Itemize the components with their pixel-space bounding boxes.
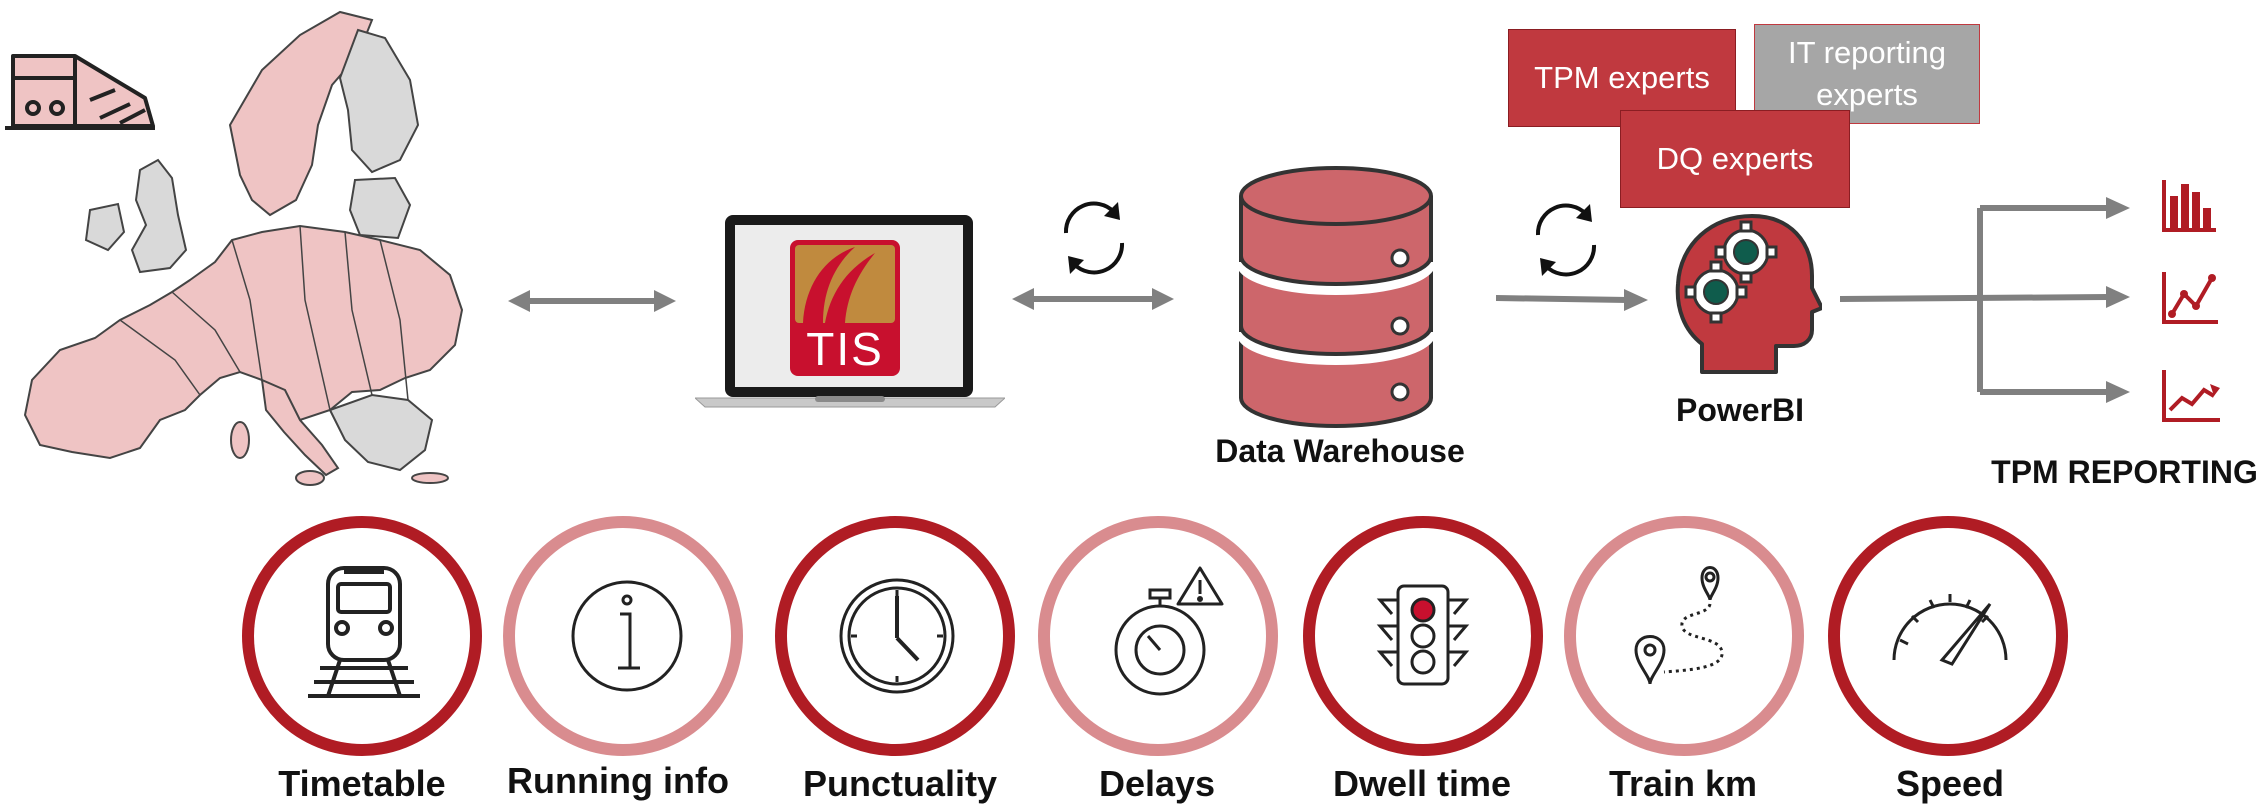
kpi-label-dwell-time: Dwell time bbox=[1332, 763, 1512, 804]
clock-icon bbox=[839, 578, 955, 694]
dq-experts-box: DQ experts bbox=[1620, 110, 1850, 208]
kpi-timetable bbox=[242, 516, 482, 756]
balkans-shape bbox=[328, 393, 434, 472]
sardinia-shape bbox=[230, 421, 250, 459]
kpi-label-train-km: Train km bbox=[1608, 763, 1758, 804]
sync-icon bbox=[1063, 201, 1125, 275]
kpi-delays bbox=[1038, 516, 1278, 756]
sicily-shape bbox=[295, 470, 325, 486]
train-icon bbox=[308, 566, 420, 698]
kpi-label-delays: Delays bbox=[1098, 763, 1216, 804]
double-arrow-map-tis bbox=[508, 290, 676, 312]
double-arrow-tis-dw bbox=[1012, 288, 1174, 310]
train-front-icon bbox=[5, 54, 155, 130]
tis-logo-text: TIS bbox=[806, 323, 884, 375]
kpi-ring bbox=[1564, 516, 1804, 756]
info-icon bbox=[571, 580, 683, 692]
italy-shape bbox=[260, 378, 340, 477]
kpi-dwell-time bbox=[1303, 516, 1543, 756]
baltics-shape bbox=[348, 176, 412, 240]
tis-logo-swoosh bbox=[795, 245, 895, 323]
kpi-ring bbox=[1828, 516, 2068, 756]
kpi-running-info bbox=[503, 516, 743, 756]
traffic-light-icon bbox=[1376, 584, 1470, 686]
scandinavia-shape bbox=[228, 10, 374, 217]
bar-chart-icon bbox=[2162, 180, 2216, 232]
scatter-line-icon bbox=[2162, 272, 2218, 324]
kpi-label-running-info: Running info bbox=[507, 760, 729, 801]
route-pins-icon bbox=[1634, 566, 1724, 685]
kpi-row bbox=[242, 516, 2068, 756]
uk-shape bbox=[130, 158, 188, 274]
kpi-ring bbox=[242, 516, 482, 756]
europe-map bbox=[23, 10, 464, 486]
database-icon bbox=[1238, 166, 1434, 428]
kpi-ring bbox=[1038, 516, 1278, 756]
kpi-train-km bbox=[1564, 516, 1804, 756]
tpm-reporting-label: TPM REPORTING bbox=[1991, 454, 2258, 490]
finland-shape bbox=[338, 28, 420, 174]
powerbi-label: PowerBI bbox=[1675, 392, 1805, 428]
ireland-shape bbox=[84, 202, 126, 252]
branching-arrow bbox=[1840, 197, 2130, 403]
sync-icon bbox=[1535, 203, 1597, 277]
data-warehouse-label: Data Warehouse bbox=[1215, 433, 1465, 469]
it-reporting-experts-box: IT reporting experts bbox=[1754, 24, 1980, 124]
kpi-ring bbox=[503, 516, 743, 756]
line-chart-icon bbox=[2162, 370, 2220, 422]
crete-shape bbox=[411, 472, 449, 484]
stopwatch-warning-icon bbox=[1114, 566, 1224, 696]
kpi-ring bbox=[775, 516, 1015, 756]
arrow-dw-powerbi bbox=[1496, 289, 1648, 311]
speedometer-icon bbox=[1892, 594, 2008, 666]
tis-logo: TIS bbox=[790, 240, 900, 376]
kpi-label-timetable: Timetable bbox=[278, 763, 446, 804]
kpi-punctuality bbox=[775, 516, 1015, 756]
kpi-label-punctuality: Punctuality bbox=[802, 763, 998, 804]
kpi-ring bbox=[1303, 516, 1543, 756]
kpi-label-speed: Speed bbox=[1895, 763, 2005, 804]
kpi-speed bbox=[1828, 516, 2068, 756]
head-gears-icon bbox=[1675, 214, 1822, 374]
